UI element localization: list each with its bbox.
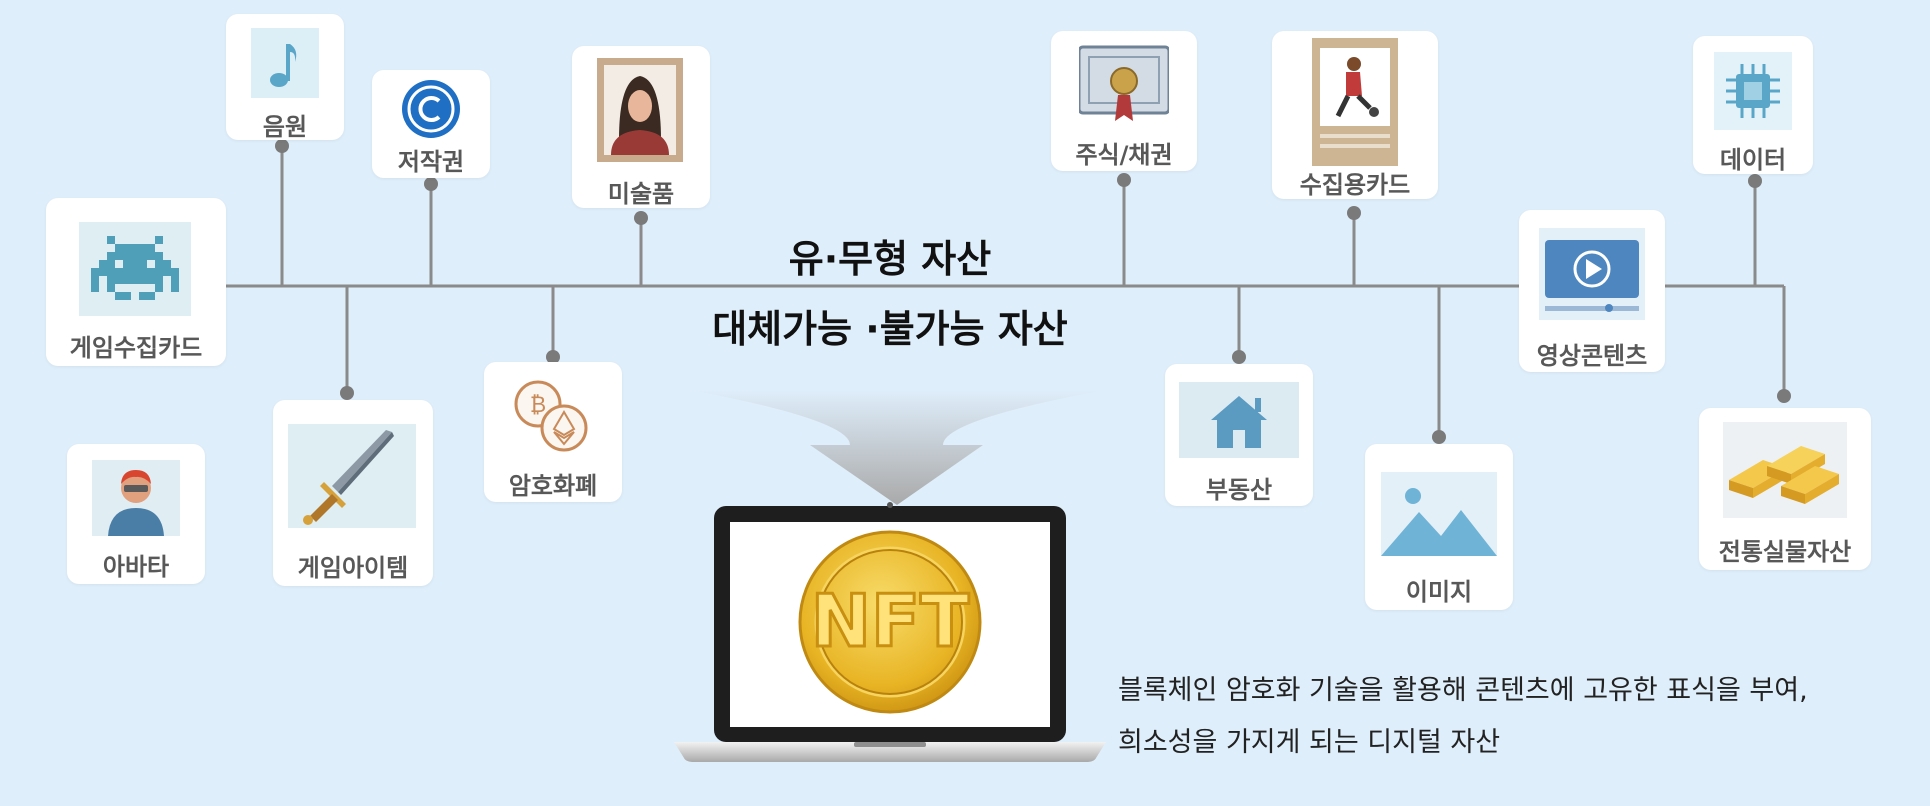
asset-card-crypto: ₿ 암호화폐 — [484, 362, 622, 502]
headline-tangible: 유·무형 자산 — [788, 237, 992, 281]
asset-card-game-item: 게임아이템 — [273, 400, 433, 586]
chip-icon — [1714, 52, 1792, 130]
video-player-icon — [1539, 228, 1645, 320]
svg-text:₿: ₿ — [530, 393, 546, 418]
image-mountain-icon — [1381, 472, 1497, 556]
asset-label-realestate: 부동산 — [1205, 476, 1273, 504]
music-note-icon — [251, 28, 319, 98]
asset-card-music: 음원 — [226, 14, 344, 141]
space-invader-icon — [79, 222, 191, 316]
asset-card-data: 데이터 — [1693, 36, 1813, 174]
asset-label-game-item: 게임아이템 — [297, 554, 409, 582]
asset-label-art: 미술품 — [607, 180, 675, 208]
laptop-nft-icon: NFT — [674, 502, 1106, 762]
asset-label-music: 음원 — [262, 113, 308, 141]
certificate-icon — [1079, 45, 1169, 121]
crypto-coins-icon: ₿ — [514, 380, 588, 452]
asset-card-physical: 전통실물자산 — [1699, 408, 1871, 570]
asset-label-copyright: 저작권 — [397, 148, 465, 176]
house-icon — [1179, 382, 1299, 458]
asset-card-image: 이미지 — [1365, 444, 1513, 610]
asset-card-collect-card: 수집용카드 — [1272, 31, 1438, 199]
asset-card-art: 미술품 — [572, 46, 710, 208]
headline-fungible: 대체가능 ·불가능 자산 — [712, 307, 1068, 351]
description: 블록체인 암호화 기술을 활용해 콘텐츠에 고유한 표식을 부여, 희소성을 가… — [1118, 665, 1918, 769]
asset-label-game-card: 게임수집카드 — [69, 334, 203, 362]
asset-card-avatar: 아바타 — [67, 444, 205, 584]
sports-card-icon — [1312, 38, 1398, 166]
asset-label-collect-card: 수집용카드 — [1299, 171, 1411, 199]
portrait-painting-icon — [597, 58, 683, 162]
asset-label-crypto: 암호화폐 — [508, 472, 598, 500]
asset-label-avatar: 아바타 — [102, 553, 170, 581]
sword-icon — [288, 424, 416, 528]
asset-card-video: 영상콘텐츠 — [1519, 210, 1665, 372]
asset-label-video: 영상콘텐츠 — [1536, 342, 1648, 370]
copyright-icon — [402, 80, 460, 138]
nft-badge-text: NFT — [811, 579, 970, 663]
gold-bars-icon — [1723, 422, 1847, 518]
description-line-2: 희소성을 가지게 되는 디지털 자산 — [1118, 727, 1501, 758]
asset-label-physical: 전통실물자산 — [1718, 538, 1852, 566]
asset-label-stocks: 주식/채권 — [1075, 141, 1173, 169]
asset-label-image: 이미지 — [1405, 578, 1473, 606]
description-line-1: 블록체인 암호화 기술을 활용해 콘텐츠에 고유한 표식을 부여, — [1118, 675, 1808, 706]
asset-card-realestate: 부동산 — [1165, 364, 1313, 506]
funnel-arrow — [690, 390, 1105, 505]
asset-card-stocks: 주식/채권 — [1051, 31, 1197, 171]
avatar-person-icon — [92, 460, 180, 536]
asset-card-copyright: 저작권 — [372, 70, 490, 178]
asset-card-game-card: 게임수집카드 — [46, 198, 226, 366]
asset-label-data: 데이터 — [1719, 146, 1787, 174]
